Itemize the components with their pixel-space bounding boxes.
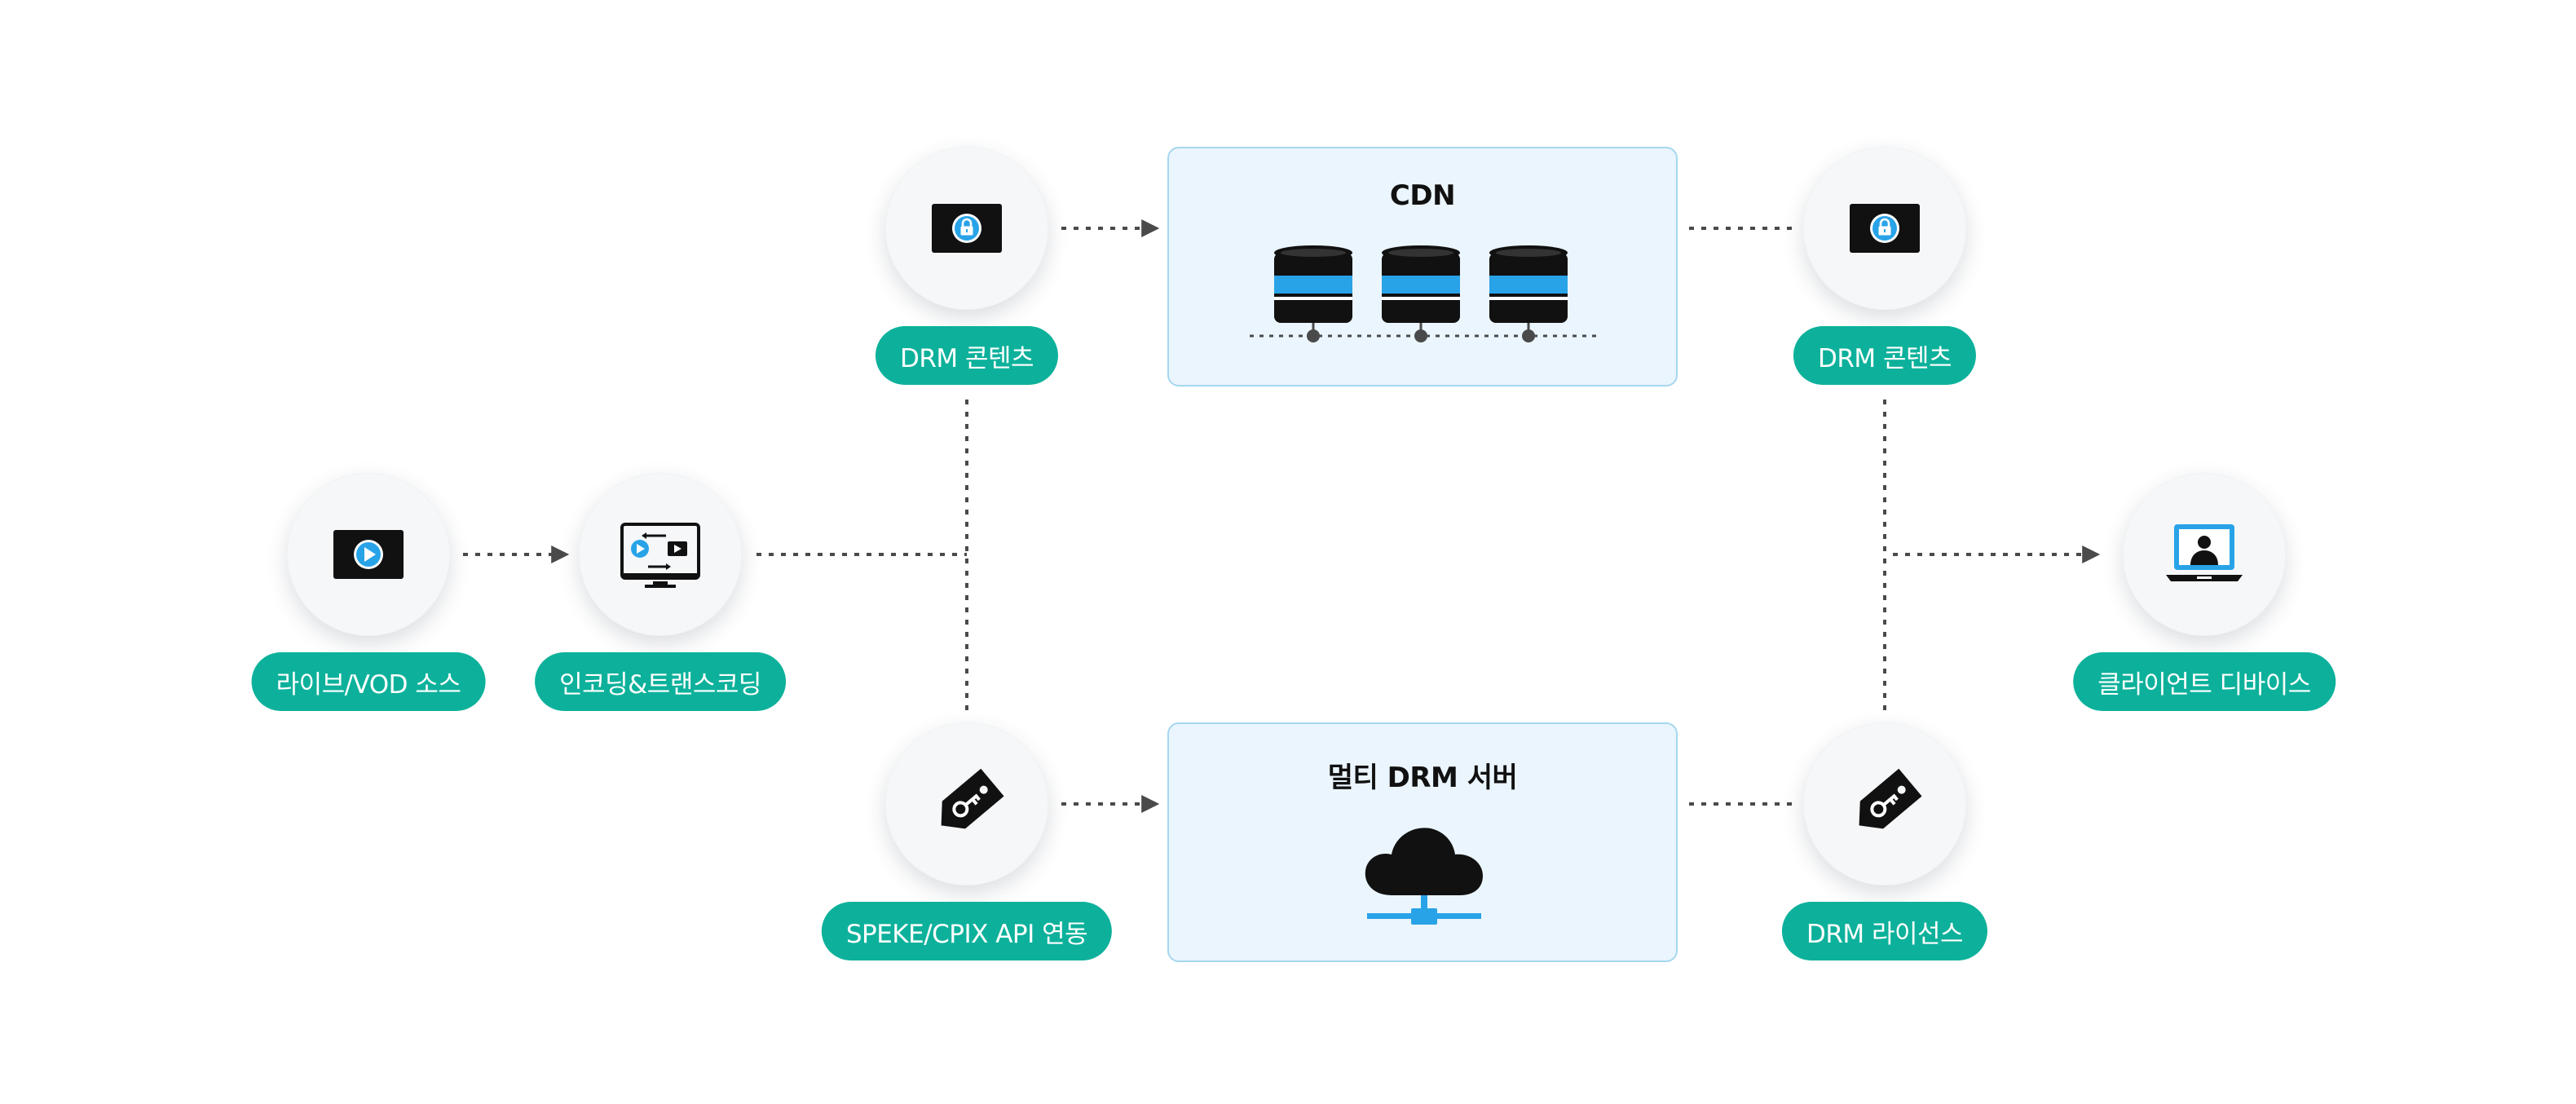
- key-tag-icon: [941, 768, 1004, 829]
- locked-screen-icon: [932, 204, 1002, 253]
- transcode-monitor-icon: [620, 523, 700, 588]
- database-icon: [1489, 245, 1568, 323]
- live-vod-source-node: [287, 473, 450, 636]
- client-device-node: [2123, 473, 2286, 636]
- encoding-transcoding-node: [579, 473, 742, 636]
- drm-content-out-label: DRM 콘텐츠: [1793, 326, 1977, 385]
- drm-license-label: DRM 라이선스: [1781, 902, 1988, 960]
- play-screen-icon: [333, 530, 404, 579]
- multi-drm-server-panel: 멀티 DRM 서버: [1167, 722, 1678, 962]
- key-tag-icon: [1859, 768, 1922, 829]
- cloud-network-icon: [1365, 828, 1483, 925]
- laptop-user-icon: [2166, 524, 2243, 581]
- client-device-label: 클라이언트 디바이스: [2073, 652, 2336, 711]
- drm-content-in-node: [885, 147, 1048, 310]
- database-icon: [1382, 245, 1460, 323]
- database-servers-icon: [1250, 245, 1599, 342]
- live-vod-source-label: 라이브/VOD 소스: [251, 652, 486, 711]
- speke-cpix-node: [885, 722, 1048, 885]
- speke-cpix-label: SPEKE/CPIX API 연동: [821, 902, 1113, 960]
- locked-screen-icon: [1850, 204, 1920, 253]
- multi-drm-server-title: 멀티 DRM 서버: [1327, 762, 1518, 794]
- drm-license-node: [1803, 722, 1966, 885]
- cdn-panel: CDN: [1167, 147, 1678, 386]
- cdn-title: CDN: [1389, 179, 1456, 212]
- database-icon: [1274, 245, 1352, 323]
- drm-content-out-node: [1803, 147, 1966, 310]
- encoding-transcoding-label: 인코딩&트랜스코딩: [535, 652, 786, 711]
- drm-content-in-label: DRM 콘텐츠: [875, 326, 1059, 385]
